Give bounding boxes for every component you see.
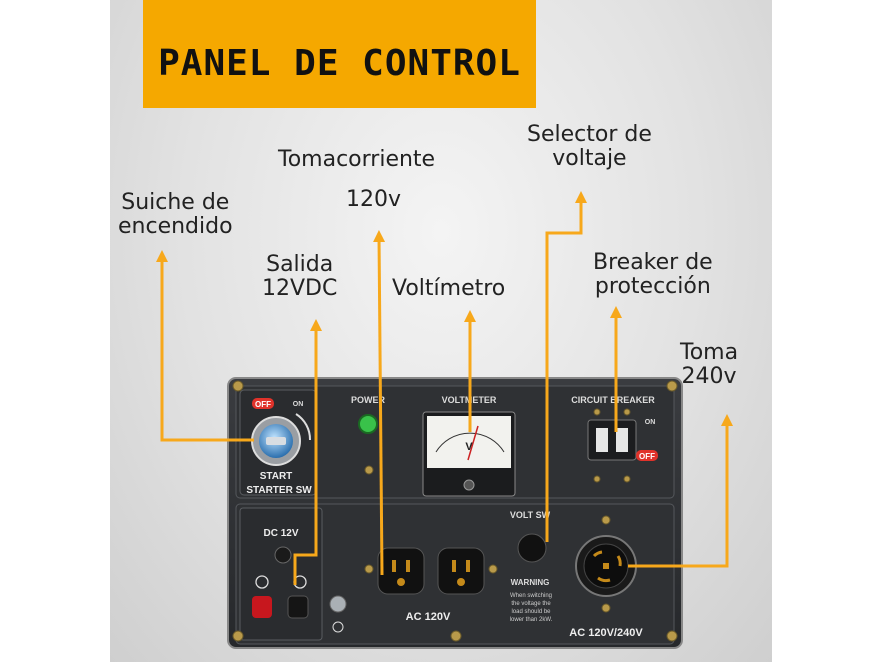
callout-breaker-line1: Breaker de	[593, 250, 713, 275]
dc-positive-symbol	[255, 575, 269, 589]
ac120-label: AC 120V	[406, 611, 451, 623]
callout-outlet-240-line2: 240v	[681, 364, 737, 389]
starter-key-switch	[251, 416, 301, 466]
callout-breaker-line2: protección	[594, 274, 711, 299]
arrow-outlet-120	[373, 230, 386, 576]
start-label: START	[260, 471, 293, 482]
callout-voltage-selector-line2: voltaje	[552, 146, 627, 171]
breaker-pole-left	[596, 428, 608, 452]
dc-fuse	[274, 546, 292, 564]
callout-breaker: Breaker de protección	[593, 251, 713, 299]
callout-outlet-240: Toma 240v	[680, 341, 738, 389]
off-badge-text: OFF	[255, 400, 271, 409]
title-banner: PANEL DE CONTROL	[143, 0, 536, 108]
ac120-outlet-right	[437, 547, 485, 595]
page-title: PANEL DE CONTROL	[158, 42, 521, 84]
breaker-off-text: OFF	[639, 452, 655, 461]
ac120-outlet-left	[377, 547, 425, 595]
circuit-breaker-label: CIRCUIT BREAKER	[571, 395, 655, 405]
callout-voltmeter: Voltímetro	[392, 276, 506, 301]
callout-arrows	[156, 191, 733, 585]
breaker-pole-right	[616, 428, 628, 452]
warning-line-2: the voltage the	[511, 601, 551, 607]
warning-line-4: lower than 2kW.	[510, 617, 553, 623]
callout-outlet-120-volts: 120v	[346, 187, 402, 212]
power-indicator-light	[358, 414, 378, 434]
on-arc	[295, 413, 312, 441]
voltmeter-needle	[467, 425, 479, 461]
warning-line-3: load should be	[511, 609, 551, 615]
callout-voltage-selector-line1: Selector de	[527, 122, 652, 147]
arrow-dc-output	[293, 319, 322, 585]
breaker-on-label: ON	[645, 419, 656, 426]
voltmeter-scale	[435, 432, 505, 453]
callout-outlet-120: Tomacorriente	[278, 147, 436, 172]
dc12v-label: DC 12V	[263, 528, 298, 539]
breaker-off-badge	[636, 450, 658, 461]
callout-voltage-selector: Selector de voltaje	[527, 123, 652, 171]
callout-starter-switch-line2: encendido	[118, 214, 233, 239]
dc-negative-terminal	[287, 595, 309, 619]
volt-sw-label: VOLT SW	[510, 510, 551, 520]
voltmeter-unit: V	[465, 441, 473, 453]
callout-dc-output: Salida 12VDC	[262, 253, 337, 301]
callout-dc-output-line2: 12VDC	[262, 276, 338, 301]
arrow-outlet-240	[628, 414, 733, 568]
callout-dc-output-line1: Salida	[266, 252, 334, 277]
volt-selector-knob	[517, 533, 547, 563]
warning-title: WARNING	[511, 578, 550, 587]
arrow-starter-switch	[156, 250, 254, 442]
voltmeter-zero-screw	[463, 479, 475, 491]
ac120-240-label: AC 120V/240V	[569, 627, 643, 639]
panel-screws	[232, 380, 678, 642]
arrow-voltage-selector	[545, 191, 587, 542]
callout-starter-switch-line1: Suiche de	[121, 190, 230, 215]
callout-outlet-240-line1: Toma	[680, 340, 739, 365]
off-badge	[252, 398, 274, 409]
power-label: POWER	[351, 395, 386, 405]
ac240-outlet	[575, 535, 637, 597]
breaker-housing	[587, 419, 637, 461]
callout-starter-switch: Suiche de encendido	[118, 191, 233, 239]
ground-symbol	[332, 621, 344, 633]
dc-positive-terminal	[252, 596, 272, 618]
starter-sw-label: STARTER SW	[246, 485, 312, 496]
on-label: ON	[293, 401, 304, 408]
ground-terminal	[329, 595, 347, 613]
warning-line-1: When switching	[510, 593, 552, 599]
